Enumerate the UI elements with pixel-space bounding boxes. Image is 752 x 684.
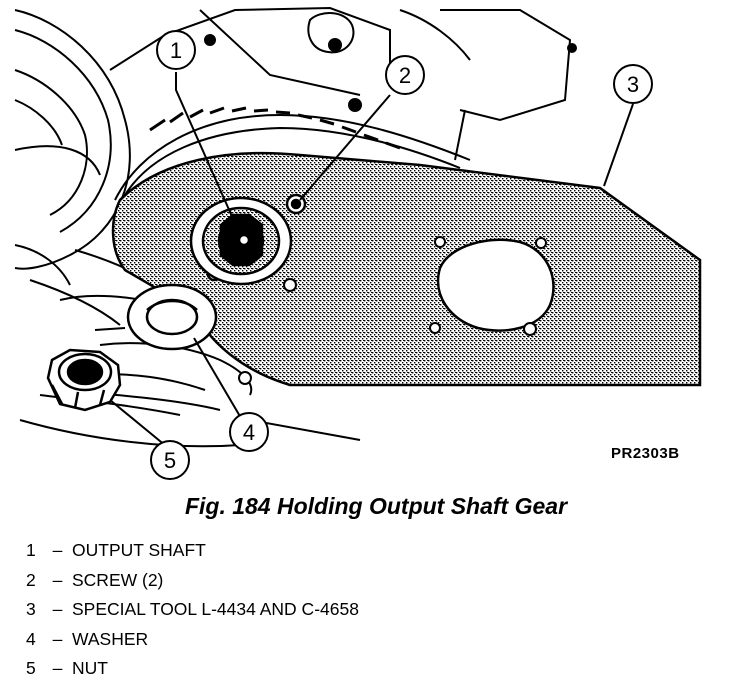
svg-text:5: 5: [164, 448, 176, 473]
nut: [46, 348, 122, 412]
tool-center-hole: [436, 238, 555, 332]
callout-3: 3: [613, 64, 653, 104]
tool-plate-holes: [238, 236, 547, 385]
image-code: PR2303B: [611, 445, 680, 462]
legend-label: SPECIAL TOOL L-4434 AND C-4658: [72, 599, 359, 619]
legend-item: 3–SPECIAL TOOL L-4434 AND C-4658: [26, 595, 359, 625]
svg-text:3: 3: [627, 72, 639, 97]
legend-number: 4: [26, 628, 36, 649]
legend-label: SCREW (2): [72, 569, 164, 590]
callout-1: 1: [156, 30, 196, 70]
output-shaft: [189, 196, 293, 286]
callout-5: 5: [150, 440, 190, 480]
legend-item: 5–NUT: [26, 654, 359, 684]
legend-label: OUTPUT SHAFT: [72, 540, 206, 560]
figure-caption: Fig. 184 Holding Output Shaft Gear: [184, 493, 568, 519]
leader-lines: [109, 72, 634, 447]
svg-text:4: 4: [243, 420, 255, 445]
callout-2: 2: [385, 55, 425, 95]
legend-label: NUT: [72, 658, 108, 678]
svg-text:1: 1: [170, 38, 182, 63]
callout-4: 4: [229, 412, 269, 452]
legend-dash: –: [52, 540, 63, 560]
legend-number: 5: [26, 658, 36, 678]
legend-dash: –: [52, 599, 63, 619]
legend-number: 1: [26, 540, 36, 560]
legend-item: 1–OUTPUT SHAFT: [26, 536, 359, 566]
legend-number: 2: [26, 569, 36, 590]
washer: [126, 283, 218, 351]
legend-item: 4–WASHER: [26, 625, 359, 655]
output-shaft-gear-illustration: 1 2 3 4 5 PR2303B: [14, 6, 702, 480]
legend-number: 3: [26, 599, 36, 619]
legend-dash: –: [52, 628, 63, 649]
svg-text:2: 2: [399, 63, 411, 88]
gear-belt: [114, 106, 471, 201]
legend-dash: –: [52, 658, 63, 678]
legend-item: 2–SCREW (2): [26, 566, 359, 596]
legend-label: WASHER: [72, 628, 149, 649]
legend-dash: –: [52, 569, 63, 590]
parts-legend: 1–OUTPUT SHAFT 2–SCREW (2) 3–SPECIAL TOO…: [26, 536, 359, 684]
